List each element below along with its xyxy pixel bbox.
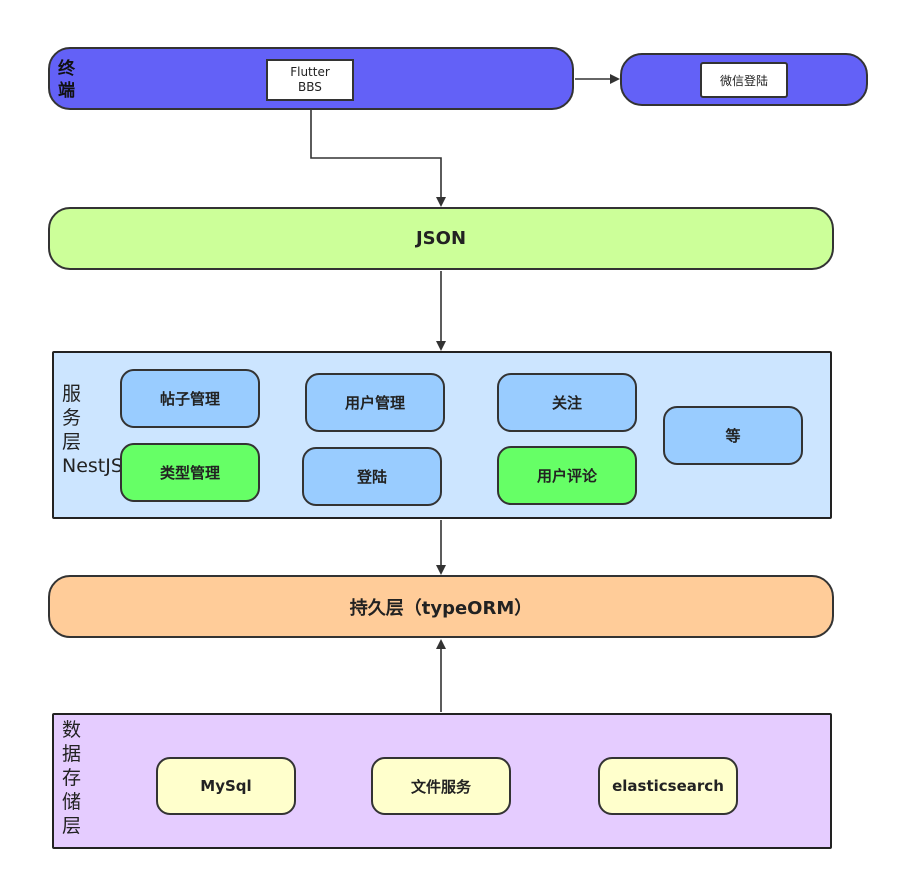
module-post-management: 帖子管理 [120, 369, 260, 428]
store-file-service: 文件服务 [371, 757, 511, 815]
store-mysql: MySql [156, 757, 296, 815]
persistence-layer: 持久层（typeORM） [48, 575, 834, 638]
module-login: 登陆 [302, 447, 442, 506]
module-type-management: 类型管理 [120, 443, 260, 502]
module-user-management: 用户管理 [305, 373, 445, 432]
module-etc: 等 [663, 406, 803, 465]
flutter-bbs-node: Flutter BBS [266, 59, 354, 101]
terminal-layer-label: 终 端 [58, 59, 75, 101]
json-layer: JSON [48, 207, 834, 270]
data-storage-layer-label: 数 据 存 储 层 [62, 719, 82, 837]
module-follow: 关注 [497, 373, 637, 432]
store-elasticsearch: elasticsearch [598, 757, 738, 815]
service-layer-label: 服 务 层 NestJS [62, 383, 122, 477]
module-user-comments: 用户评论 [497, 446, 637, 505]
wechat-login-node: 微信登陆 [700, 62, 788, 98]
arrow-flutter-to-json [310, 101, 446, 207]
